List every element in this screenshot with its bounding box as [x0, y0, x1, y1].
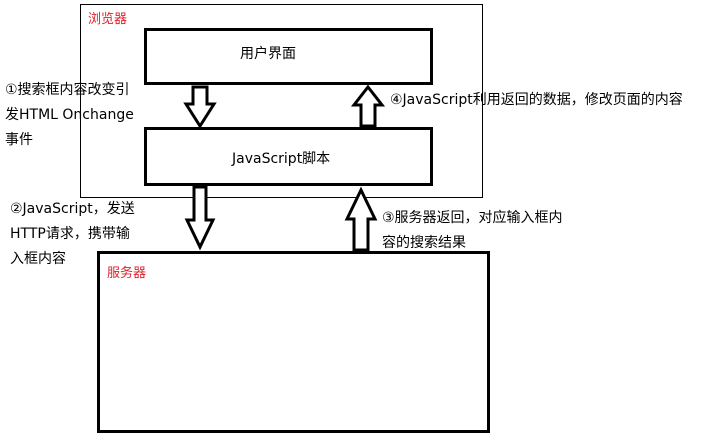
javascript-script-box	[144, 127, 433, 186]
step-3-line-1: ③服务器返回，对应输入框内	[382, 210, 563, 226]
step-2-line-3: 入框内容	[10, 251, 66, 267]
browser-label: 浏览器	[88, 12, 128, 27]
step-2-line-1: ②JavaScript，发送	[10, 201, 135, 217]
step-3-line-2: 容的搜索结果	[382, 235, 466, 251]
server-box	[97, 251, 490, 433]
step-1-line-2: 发HTML Onchange	[5, 107, 134, 123]
user-interface-label: 用户界面	[240, 46, 296, 62]
arrow-up-server-to-js	[344, 186, 378, 252]
step-3-note: ③服务器返回，对应输入框内 容的搜索结果	[382, 206, 563, 256]
step-1-line-3: 事件	[5, 132, 33, 148]
step-4-note: ④JavaScript利用返回的数据，修改页面的内容	[390, 88, 683, 113]
javascript-script-label: JavaScript脚本	[232, 151, 331, 167]
step-2-note: ②JavaScript，发送 HTTP请求，携带输 入框内容	[10, 197, 135, 272]
server-label: 服务器	[107, 266, 147, 281]
step-1-note: ①搜索框内容改变引 发HTML Onchange 事件	[5, 78, 134, 153]
user-interface-box	[144, 28, 433, 85]
browser-container	[80, 4, 483, 198]
step-1-line-1: ①搜索框内容改变引	[5, 82, 130, 98]
step-2-line-2: HTTP请求，携带输	[10, 226, 130, 242]
step-4-line-1: ④JavaScript利用返回的数据，修改页面的内容	[390, 92, 683, 108]
